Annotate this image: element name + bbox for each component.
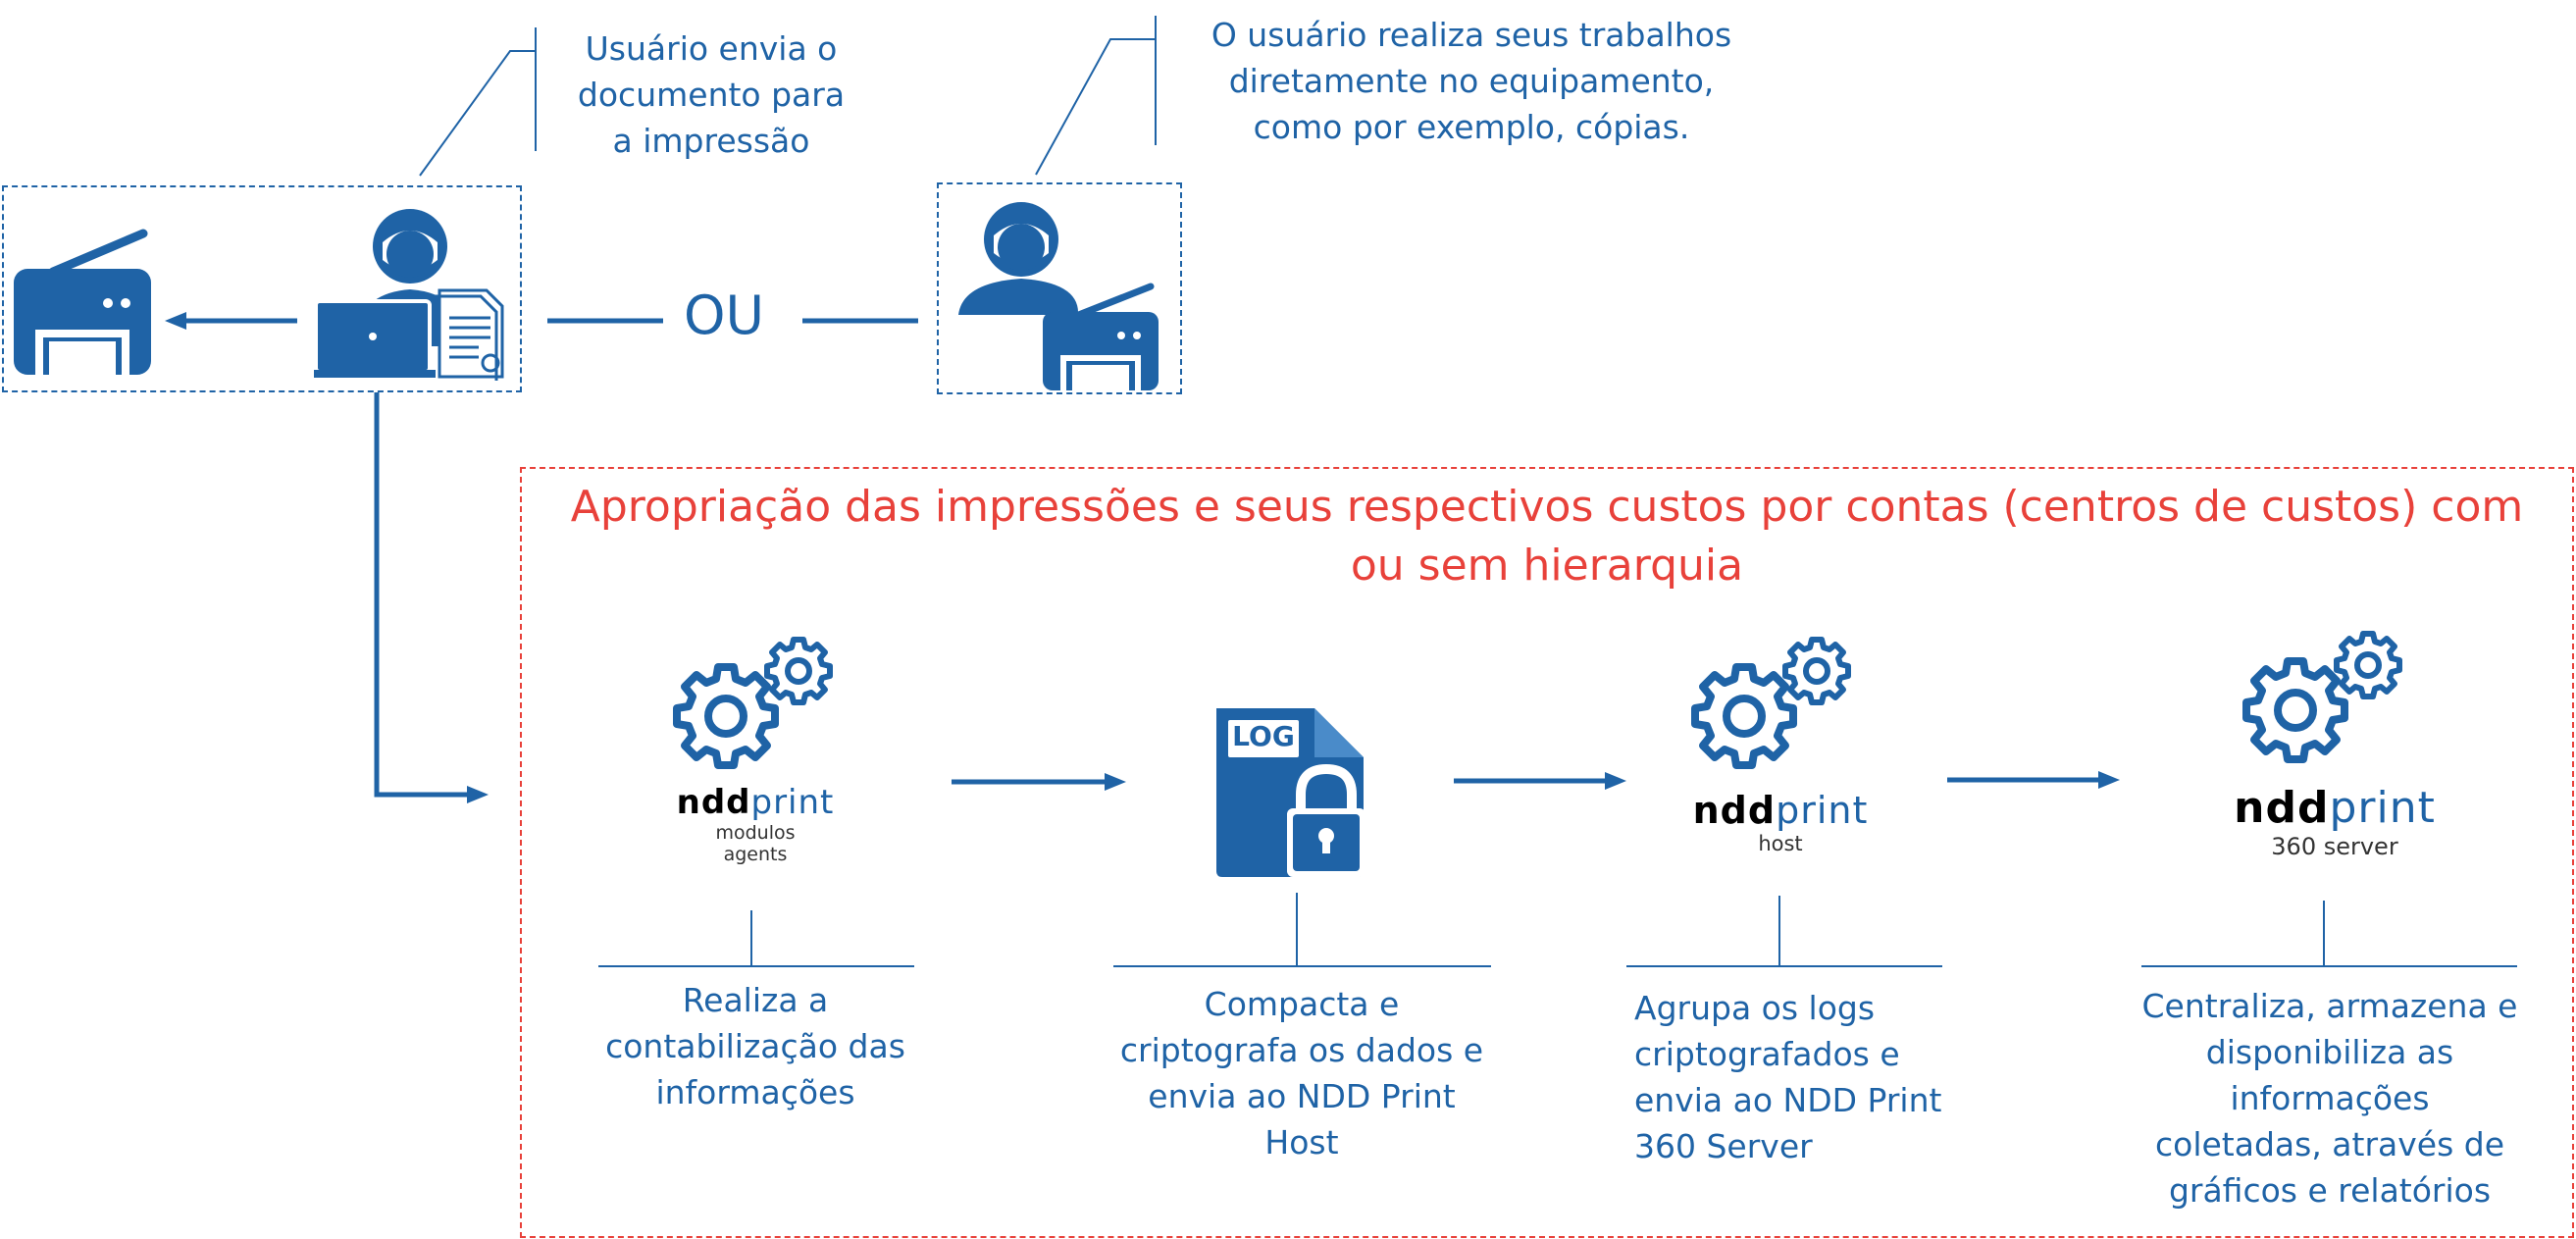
step-4-bracket: [2141, 901, 2517, 967]
brand-ndd-print-360-server: nddprint 360 server: [2212, 783, 2457, 860]
or-label: OU: [684, 284, 765, 346]
brand-subtitle-1: modulos: [715, 822, 796, 844]
process-arrow-3: [1947, 771, 2120, 789]
process-title: Apropriação das impressões e seus respec…: [570, 482, 2524, 591]
gears-icon: [673, 637, 833, 769]
step-3-bracket: [1626, 896, 1942, 967]
log-file-lock-icon: [1216, 708, 1365, 877]
callout-text-right: O usuário realiza seus trabalhos diretam…: [1211, 16, 1732, 146]
flow-connector: [374, 392, 489, 803]
gears-icon-host: [1691, 637, 1851, 769]
brand-ndd-print-agents: nddprint modulos agents: [647, 783, 863, 865]
or-line-left: [547, 318, 663, 324]
brand-ndd: ndd: [676, 783, 751, 822]
step-1-description: Realiza a contabilização das informações: [605, 981, 905, 1111]
or-line-right: [802, 318, 918, 324]
callout-line-right: [1035, 16, 1157, 176]
arrow-to-printer: [165, 312, 297, 330]
brand-print: print: [2329, 783, 2436, 833]
printer-icon: [14, 229, 151, 375]
brand-print: print: [750, 783, 835, 822]
brand-print: print: [1776, 789, 1869, 832]
step-1-bracket: [598, 910, 914, 967]
callout-text-left: Usuário envia o documento para a impress…: [577, 29, 846, 160]
user-print-box: [2, 185, 522, 392]
step-4-description: Centraliza, armazena e disponibiliza as …: [2141, 987, 2518, 1210]
brand-subtitle: 360 server: [2271, 833, 2398, 860]
printer-icon-small: [1043, 283, 1159, 390]
document-icon: [434, 288, 504, 381]
brand-ndd: ndd: [2234, 783, 2330, 833]
callout-line-left: [419, 27, 537, 177]
log-icon-label: LOG: [1232, 720, 1295, 752]
process-box: [520, 467, 2574, 1238]
process-arrow-2: [1454, 772, 1626, 790]
step-2-bracket: [1113, 893, 1491, 967]
gears-icon-server: [2242, 631, 2402, 763]
brand-subtitle: host: [1758, 832, 1803, 855]
user-icon: [958, 202, 1079, 315]
user-device-box: [937, 182, 1182, 394]
step-3-description: Agrupa os logs criptografados e envia ao…: [1634, 989, 1942, 1165]
step-2-description: Compacta e criptografa os dados e envia …: [1119, 985, 1484, 1162]
brand-ndd: ndd: [1692, 789, 1777, 832]
brand-subtitle-2: agents: [723, 844, 788, 865]
process-arrow-1: [952, 773, 1126, 791]
brand-ndd-print-host: nddprint host: [1668, 789, 1893, 855]
